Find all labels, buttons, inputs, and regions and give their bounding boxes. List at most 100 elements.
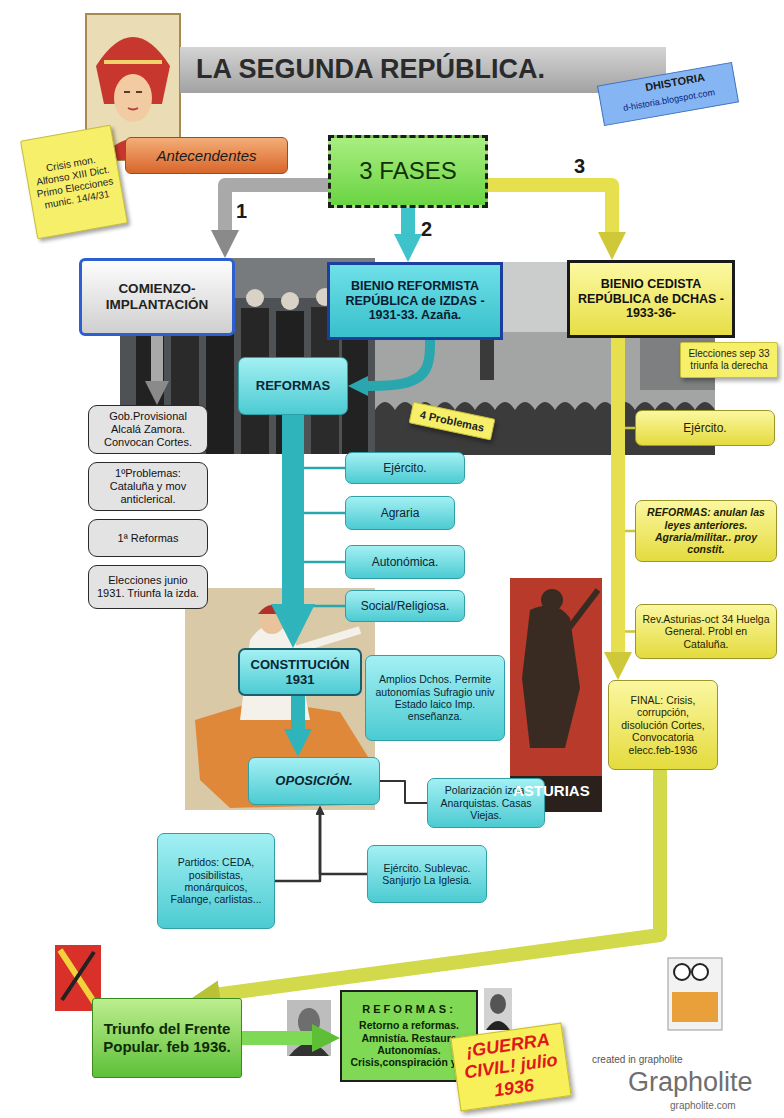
phase-box: BIENIO CEDISTA REPÚBLICA de DCHAS - 1933… (567, 260, 735, 338)
node-text: 1ºProblemas: Cataluña y mov anticlerical… (95, 467, 201, 506)
phase-box: Triunfo del Frente Popular. feb 1936. (92, 998, 242, 1078)
title: LA SEGUNDA REPÚBLICA. (196, 54, 545, 85)
node-text: Social/Religiosa. (352, 599, 458, 613)
portrait (287, 1000, 331, 1056)
republic-painting (258, 605, 286, 614)
node-text: Triunfo del Frente Popular. feb 1936. (99, 1020, 235, 1055)
node-text: BIENIO REFORMISTA REPÚBLICA de IZDAS - 1… (336, 279, 494, 323)
portrait (484, 988, 512, 1030)
concept-box: Autonómica. (345, 545, 465, 579)
event-box: 1ª Reformas (88, 519, 208, 557)
license-badge (668, 958, 722, 1030)
concept-box: CONSTITUCIÓN 1931 (238, 648, 362, 696)
node-text: Partidos: CEDA, posibilistas, monárquico… (164, 856, 268, 906)
sticky-note: ¡GUERRA CIVIL! julio 1936 (450, 1023, 571, 1112)
concept-box: Rev.Asturias-oct 34 Huelga General. Prob… (635, 604, 777, 659)
node-text: Ejército. (642, 421, 768, 435)
phase-box: 3 FASES (328, 135, 488, 208)
node-text: FINAL: Crisis, corrupción, disolución Co… (615, 694, 711, 756)
connector (380, 781, 427, 803)
concept-box: Ejército. (345, 452, 465, 484)
concept-box: Partidos: CEDA, posibilistas, monárquico… (157, 833, 275, 929)
portrait (287, 1000, 331, 1056)
license-badge (668, 958, 722, 1030)
concept-box: FINAL: Crisis, corrupción, disolución Co… (608, 680, 718, 770)
asturias-poster (510, 578, 602, 812)
title-banner (180, 47, 666, 93)
republic-painting (295, 630, 360, 650)
connector (320, 813, 367, 874)
node-text: 1ª Reformas (95, 532, 201, 545)
concept-box: Social/Religiosa. (345, 590, 465, 622)
credit: created in grapholite (592, 1054, 683, 1066)
watermark-box (598, 62, 739, 125)
node-text: Amplios Dchos. Permite autonomías Sufrag… (372, 673, 498, 723)
connector (282, 415, 304, 613)
connector (291, 696, 305, 735)
license-badge (672, 992, 718, 1022)
concept-box: REFORMAS (238, 357, 348, 415)
concept-box: Ejército. Sublevac. Sanjurjo La Iglesia. (367, 845, 487, 903)
node-text: Autonómica. (352, 555, 458, 569)
photo-politicians (281, 292, 299, 310)
portrait (490, 994, 506, 1014)
connector (151, 336, 163, 386)
event-box: 1ºProblemas: Cataluña y mov anticlerical… (88, 462, 208, 511)
connector (488, 185, 612, 238)
portrait (484, 988, 512, 1030)
node-text: REFORMAS (245, 378, 341, 393)
concept-box: Agraria (345, 496, 455, 530)
concept-box: Amplios Dchos. Permite autonomías Sufrag… (365, 655, 505, 741)
concept-box: OPOSICIÓN. (248, 757, 380, 805)
connector (611, 338, 625, 658)
asturias-poster (510, 578, 602, 812)
watermark-box (598, 62, 739, 125)
republic-painting (185, 588, 375, 810)
node-text: Gob.Provisional Alcalá Zamora. Convocan … (95, 410, 201, 449)
node-text: Antecendentes (132, 147, 281, 165)
connector (225, 185, 328, 236)
republic-painting (185, 588, 375, 810)
asturias-poster (541, 589, 563, 611)
logo-text: Grapholite (628, 1067, 753, 1098)
phase-box: BIENIO REFORMISTA REPÚBLICA de IZDAS - 1… (327, 262, 503, 340)
callout-number: 1 (236, 200, 247, 223)
poster-text: ASTURIAS (513, 782, 590, 799)
node-text: Elecciones sep 33 triunfa la derecha (687, 348, 771, 372)
republic-poster (124, 91, 142, 93)
license-badge (674, 964, 690, 980)
republic-poster (104, 60, 162, 64)
asturias-poster (560, 590, 598, 640)
node-text: REFORMAS: anulan las leyes anteriores. A… (642, 506, 770, 556)
node-text: COMIENZO- IMPLANTACIÓN (88, 281, 226, 313)
node-text: ¡GUERRA CIVIL! julio 1936 (458, 1029, 564, 1106)
node-text: REFORMAS: (348, 1003, 470, 1016)
node-text: 3 FASES (337, 157, 479, 185)
connector (364, 340, 430, 386)
node-text: Agraria (352, 506, 448, 520)
node-text: BIENIO CEDISTA REPÚBLICA de DCHAS - 1933… (576, 277, 726, 321)
node-text: Ejército. (352, 461, 458, 475)
credit: grapholite.com (670, 1100, 736, 1112)
callout-number: 2 (421, 218, 432, 241)
portrait (486, 1021, 510, 1030)
connector (401, 208, 415, 240)
heading-box: Antecendentes (125, 137, 288, 174)
republic-poster (114, 74, 152, 122)
event-box: Elecciones junio 1931. Triunfa la izda. (88, 565, 208, 609)
callout-number: 3 (574, 155, 585, 178)
title-banner (180, 47, 666, 93)
concept-box: Ejército. (635, 410, 775, 446)
license-badge (692, 964, 708, 980)
photo-politicians (246, 289, 264, 307)
node-text: Crisis mon. Alfonso XIII Dict. Primo Ele… (31, 152, 116, 212)
sticky-note: Elecciones sep 33 triunfa la derecha (680, 342, 778, 378)
frente-popular-poster (62, 952, 94, 1000)
event-box: Gob.Provisional Alcalá Zamora. Convocan … (88, 405, 208, 454)
frente-popular-poster (60, 950, 96, 1005)
republic-poster (128, 108, 138, 110)
node-text: Elecciones junio 1931. Triunfa la izda. (95, 574, 201, 600)
node-text: OPOSICIÓN. (255, 773, 373, 788)
connector (242, 1031, 318, 1045)
